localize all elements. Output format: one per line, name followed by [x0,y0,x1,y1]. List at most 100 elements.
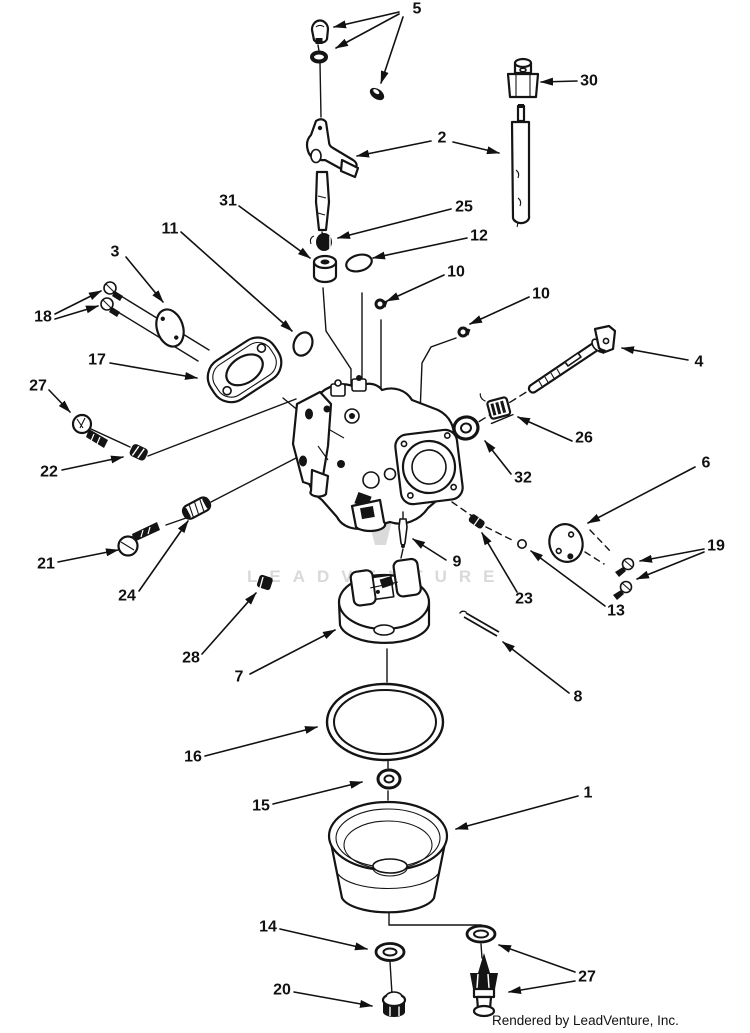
leader-line-18 [54,290,102,315]
callout-7: 7 [235,669,244,686]
part-10-clip-a [374,298,388,310]
leader-line-6 [587,466,696,524]
callout-9: 9 [453,554,462,571]
leader-line-5 [380,16,404,84]
callout-5: 5 [413,1,422,18]
leader-line-12 [372,237,468,260]
leader-line-2 [356,140,432,158]
leader-line-8 [502,641,570,694]
part-14-washer [374,942,406,962]
callout-10: 10 [447,264,465,281]
callout-11: 11 [162,221,179,238]
part-5-washer [310,50,328,64]
part-10-clip-b [457,326,471,338]
part-22-spring [129,444,148,461]
leader-line-22 [61,455,124,471]
leader-line-2 [452,141,500,155]
callout-27: 27 [578,969,596,986]
part-12-oring [345,253,373,273]
part-6-choke-plate [548,523,584,563]
leader-line-3 [125,256,164,303]
part-20-bowl-nut [381,991,407,1017]
part-13-washer [516,538,527,549]
leader-line-31 [238,205,311,259]
leader-line-32 [484,440,512,475]
leader-line-7 [249,629,336,675]
callout-26: 26 [575,430,593,447]
leader-line-17 [109,362,198,380]
part-11-oring [292,331,314,357]
callout-14: 14 [259,919,277,936]
callout-27: 27 [29,378,47,395]
leader-line-5 [333,11,400,29]
callout-21: 21 [37,556,55,573]
leader-line-16 [204,726,318,757]
part-17-gasket [206,336,283,404]
callout-17: 17 [88,352,106,369]
part-5-cap [310,19,330,44]
callout-8: 8 [574,689,583,706]
part-5-clip [369,87,385,101]
leader-line-25 [337,208,452,239]
part-15-washer [376,768,402,790]
leader-line-18 [54,305,99,320]
part-carburetor-body [291,375,464,533]
leader-line-26 [517,416,573,442]
callout-24: 24 [118,588,136,605]
callout-23: 23 [515,591,533,608]
leader-line-24 [138,520,189,592]
part-19-screws [613,557,635,600]
footer-credit: Rendered by LeadVenture, Inc. [492,1013,679,1028]
callout-25: 25 [455,199,473,216]
part-24-spring [181,496,212,520]
callout-6: 6 [702,455,711,472]
part-21-screw [117,522,160,557]
leader-line-21 [57,548,119,563]
leader-line-27 [48,389,71,413]
part-27-drain-valve [470,953,498,1018]
part-27-bowl-washer [465,924,497,944]
callout-18: 18 [34,309,52,326]
part-7-float [337,557,431,644]
leader-line-23 [481,532,518,593]
leader-line-20 [293,991,373,1008]
callout-30: 30 [580,73,598,90]
callout-15: 15 [252,798,270,815]
part-3-plate [155,308,185,348]
leader-line-4 [621,346,689,361]
part-18-screws [100,281,123,317]
leader-line-27 [498,944,576,973]
callout-31: 31 [219,193,237,210]
leader-line-19 [639,548,705,563]
callout-28: 28 [182,650,200,667]
callout-19: 19 [707,538,725,555]
leader-line-14 [279,928,368,951]
part-26-clip [479,393,514,425]
leader-line-13 [530,550,606,607]
leader-line-28 [201,592,257,655]
callout-22: 22 [40,464,58,481]
part-9-needle [398,511,408,548]
callout-10: 10 [532,286,550,303]
part-30-nut [506,57,540,99]
part-28-inlet [256,574,273,591]
part-23-pin [468,514,485,529]
part-25-grommet [309,233,332,251]
callout-4: 4 [695,354,704,371]
leader-line-1 [455,795,579,830]
part-2-tube [510,104,531,228]
callout-20: 20 [273,982,291,999]
callout-1: 1 [584,785,593,802]
part-16-bowl-gasket [325,682,445,762]
callout-16: 16 [184,749,202,766]
leader-line-5 [335,13,400,49]
callout-2: 2 [438,130,447,147]
leader-line-10 [469,296,530,325]
callout-13: 13 [607,603,625,620]
leader-line-30 [540,77,578,86]
part-32-seal-ring [452,415,480,441]
part-2-lever [305,118,360,232]
